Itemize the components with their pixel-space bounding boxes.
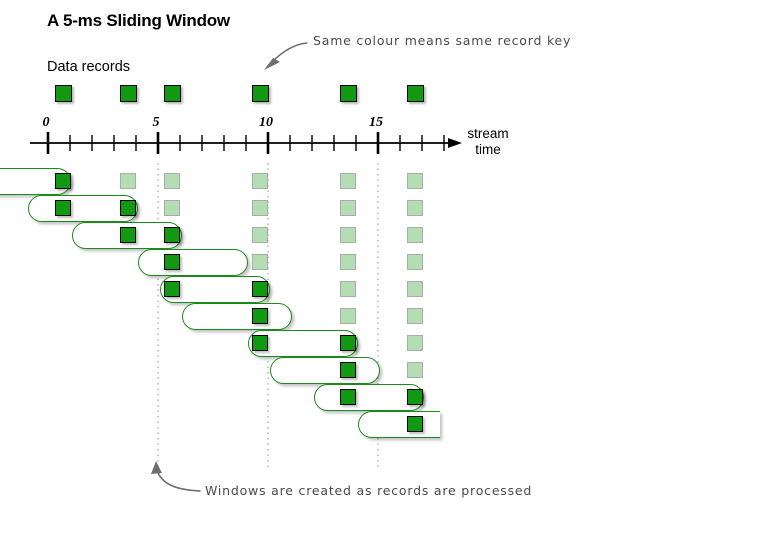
arrow-same-colour-head-icon bbox=[264, 58, 280, 70]
sliding-window-box bbox=[138, 249, 248, 276]
arrow-same-colour-icon bbox=[271, 42, 308, 63]
stream-time-line2: time bbox=[475, 142, 501, 157]
window-row bbox=[0, 249, 783, 276]
window-record-square-active bbox=[340, 362, 356, 378]
window-record-square-active bbox=[55, 200, 71, 216]
axis-tick-label: 5 bbox=[153, 115, 160, 130]
window-record-square-faded bbox=[340, 227, 356, 243]
data-record-square bbox=[119, 85, 137, 102]
window-record-square-faded bbox=[407, 281, 423, 297]
axis-tick-label: 10 bbox=[259, 115, 273, 130]
data-records-label: Data records bbox=[47, 59, 131, 75]
window-record-square-faded bbox=[340, 200, 356, 216]
window-row bbox=[0, 303, 783, 330]
window-record-square-faded bbox=[252, 227, 268, 243]
window-row bbox=[0, 168, 783, 195]
window-row bbox=[0, 384, 783, 411]
window-record-square-faded bbox=[340, 254, 356, 270]
window-record-square-active bbox=[164, 281, 180, 297]
window-record-square-active bbox=[252, 281, 268, 297]
window-record-square-active bbox=[252, 335, 268, 351]
timeline-tick-labels: 0 5 10 15 bbox=[43, 115, 384, 130]
data-record-square bbox=[163, 85, 181, 102]
data-record-square bbox=[339, 85, 357, 102]
timeline-axis bbox=[30, 132, 462, 154]
stream-time-line1: stream bbox=[467, 126, 509, 141]
window-record-square-faded bbox=[407, 308, 423, 324]
axis-tick-label: 0 bbox=[43, 115, 50, 130]
window-record-square-faded bbox=[407, 173, 423, 189]
window-record-square-faded bbox=[164, 200, 180, 216]
sliding-window-box bbox=[28, 195, 138, 222]
window-row bbox=[0, 330, 783, 357]
window-record-square-faded bbox=[407, 362, 423, 378]
sliding-window-box bbox=[358, 411, 440, 438]
window-record-square-faded bbox=[340, 308, 356, 324]
window-row bbox=[0, 195, 783, 222]
window-record-square-faded bbox=[340, 173, 356, 189]
window-record-square-faded bbox=[407, 227, 423, 243]
stream-time-axis-label: stream time bbox=[457, 126, 519, 158]
window-record-square-active bbox=[407, 389, 423, 405]
window-record-square-active bbox=[120, 200, 136, 216]
window-record-square-faded bbox=[340, 281, 356, 297]
window-record-square-active bbox=[55, 173, 71, 189]
window-row bbox=[0, 276, 783, 303]
arrow-windows-created-icon bbox=[156, 469, 201, 492]
window-record-square-faded bbox=[252, 200, 268, 216]
sliding-window-box bbox=[182, 303, 292, 330]
sliding-window-box bbox=[314, 384, 424, 411]
window-record-square-active bbox=[252, 308, 268, 324]
window-record-square-active bbox=[407, 416, 423, 432]
window-record-square-active bbox=[340, 335, 356, 351]
sliding-window-box bbox=[248, 330, 358, 357]
window-record-square-active bbox=[120, 227, 136, 243]
annotation-same-colour: Same colour means same record key bbox=[313, 33, 572, 48]
data-record-square bbox=[251, 85, 269, 102]
data-record-square bbox=[54, 85, 72, 102]
window-record-square-faded bbox=[120, 173, 136, 189]
window-record-square-active bbox=[164, 227, 180, 243]
page-title: A 5-ms Sliding Window bbox=[47, 11, 230, 30]
annotation-windows-created: Windows are created as records are proce… bbox=[205, 483, 533, 498]
window-record-square-active bbox=[164, 254, 180, 270]
arrow-windows-created-head-icon bbox=[151, 461, 162, 474]
window-record-square-faded bbox=[252, 254, 268, 270]
window-row bbox=[0, 411, 783, 438]
window-record-square-faded bbox=[164, 173, 180, 189]
window-row bbox=[0, 357, 783, 384]
data-record-square bbox=[406, 85, 424, 102]
window-record-square-faded bbox=[407, 200, 423, 216]
axis-tick-label: 15 bbox=[369, 115, 383, 130]
window-record-square-active bbox=[340, 389, 356, 405]
window-record-square-faded bbox=[407, 335, 423, 351]
sliding-window-box bbox=[270, 357, 380, 384]
window-row bbox=[0, 222, 783, 249]
window-record-square-faded bbox=[252, 173, 268, 189]
window-record-square-faded bbox=[407, 254, 423, 270]
